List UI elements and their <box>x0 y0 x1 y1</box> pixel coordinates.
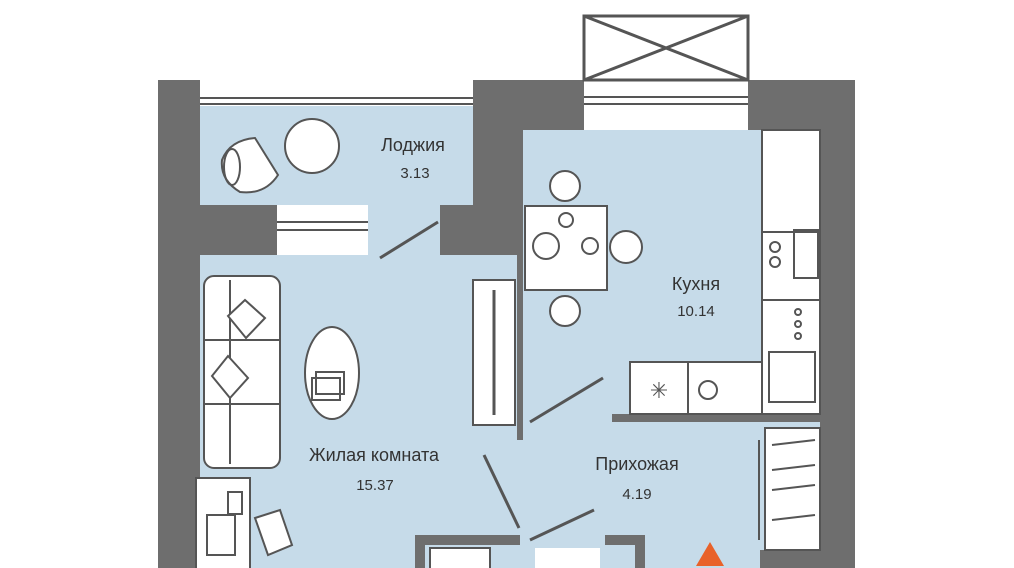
room-name-hallway: Прихожая <box>595 454 678 474</box>
room-name-loggia: Лоджия <box>381 135 445 155</box>
kitchen-window <box>584 80 748 130</box>
hob-icon <box>794 308 802 340</box>
loggia-door-floor <box>368 205 440 257</box>
walls <box>158 80 855 568</box>
armchair-icon <box>220 136 280 194</box>
loggia-window <box>200 96 473 106</box>
kitchen-door[interactable] <box>529 376 604 424</box>
sofa-icon <box>203 275 281 469</box>
room-area-living-room: 15.37 <box>356 477 394 494</box>
fridge-snowflake-icon: ✳ <box>650 378 668 403</box>
room-area-hallway: 4.19 <box>622 486 651 503</box>
lower-counter: ✳ <box>629 361 763 415</box>
coffee-table-icon <box>304 326 360 420</box>
living-room-door[interactable] <box>482 454 521 529</box>
entrance-marker-icon <box>696 542 724 566</box>
round-table-icon <box>284 118 340 174</box>
wardrobe-icon <box>758 427 821 551</box>
desk-icon <box>195 477 294 568</box>
room-area-kitchen: 10.14 <box>677 303 715 320</box>
room-name-living-room: Жилая комната <box>309 445 440 465</box>
tv-unit-icon <box>472 279 516 426</box>
sink-icon <box>768 351 816 403</box>
balcony-vent <box>582 14 750 82</box>
washing-machine-icon <box>698 380 718 400</box>
room-name-kitchen: Кухня <box>672 274 720 294</box>
stove-icon <box>769 229 819 279</box>
room-area-loggia: 3.13 <box>400 165 429 182</box>
bathroom-door[interactable] <box>529 508 595 542</box>
washer-icon <box>429 547 491 568</box>
bathroom-tile <box>535 548 600 568</box>
living-room-window <box>277 205 368 255</box>
kitchen-counter <box>761 129 821 415</box>
dining-table-icon <box>524 170 643 327</box>
loggia-door[interactable] <box>379 220 439 260</box>
